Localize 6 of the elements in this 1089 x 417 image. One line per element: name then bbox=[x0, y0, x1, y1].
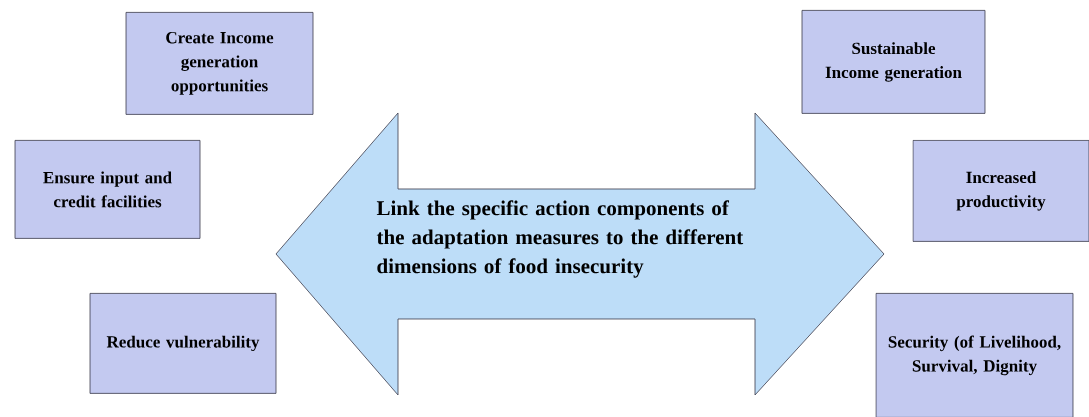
text-box: Increased productivity bbox=[912, 140, 1089, 242]
text-box: Ensure input and credit facilities bbox=[14, 140, 201, 239]
text-box: Sustainable Income generation bbox=[801, 10, 986, 114]
text-box: Security (of Livelihood, Survival, Dignity bbox=[875, 293, 1074, 417]
text-box: Reduce vulnerability bbox=[89, 293, 277, 394]
text-box: Create Income generation opportunities bbox=[125, 12, 314, 115]
